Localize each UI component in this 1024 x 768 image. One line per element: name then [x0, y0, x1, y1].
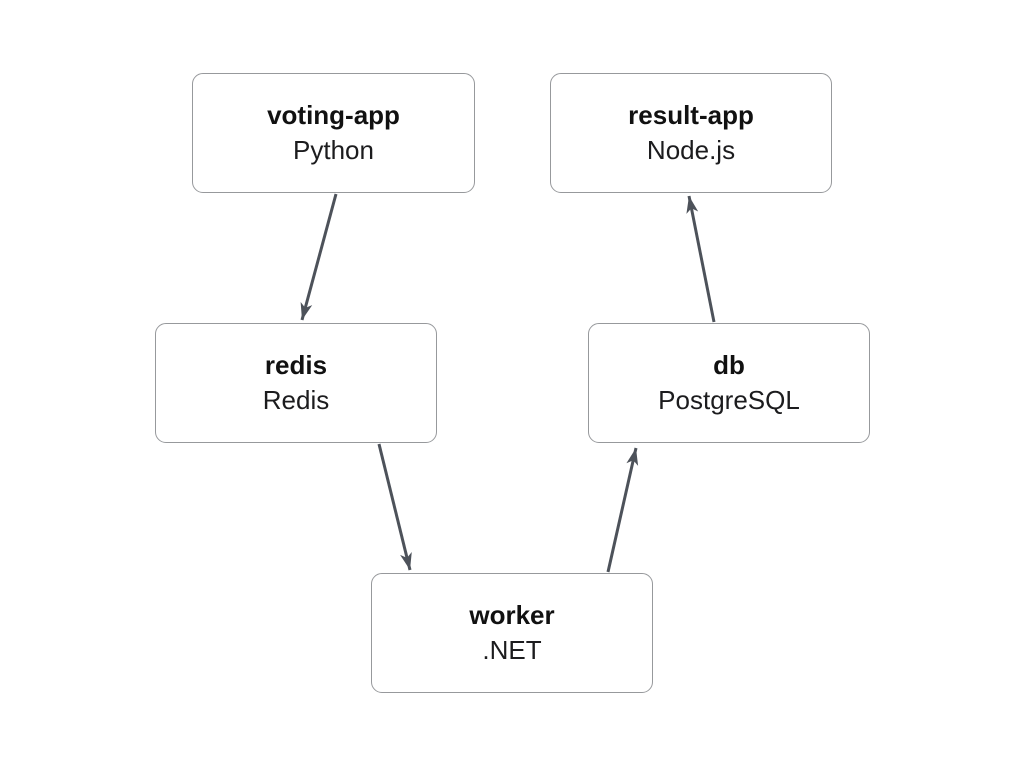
node-worker: worker .NET	[371, 573, 653, 693]
edge-db-to-result-app	[686, 195, 716, 323]
node-title: db	[713, 350, 745, 380]
node-title: voting-app	[267, 100, 400, 130]
node-subtitle: Node.js	[646, 135, 736, 165]
node-voting-app: voting-app Python	[192, 73, 475, 193]
node-redis: redis Redis	[155, 323, 437, 443]
node-db: db PostgreSQL	[588, 323, 870, 443]
edge-worker-to-db	[606, 447, 639, 573]
node-title: result-app	[628, 100, 754, 130]
node-subtitle: Python	[293, 135, 374, 165]
node-subtitle: PostgreSQL	[658, 385, 800, 415]
node-title: redis	[264, 350, 328, 380]
node-result-app: result-app Node.js	[550, 73, 832, 193]
node-subtitle: Redis	[262, 385, 330, 415]
edge-voting-app-to-redis	[300, 193, 338, 321]
edge-redis-to-worker	[377, 443, 412, 571]
node-subtitle: .NET	[482, 635, 542, 665]
node-title: worker	[469, 600, 555, 630]
